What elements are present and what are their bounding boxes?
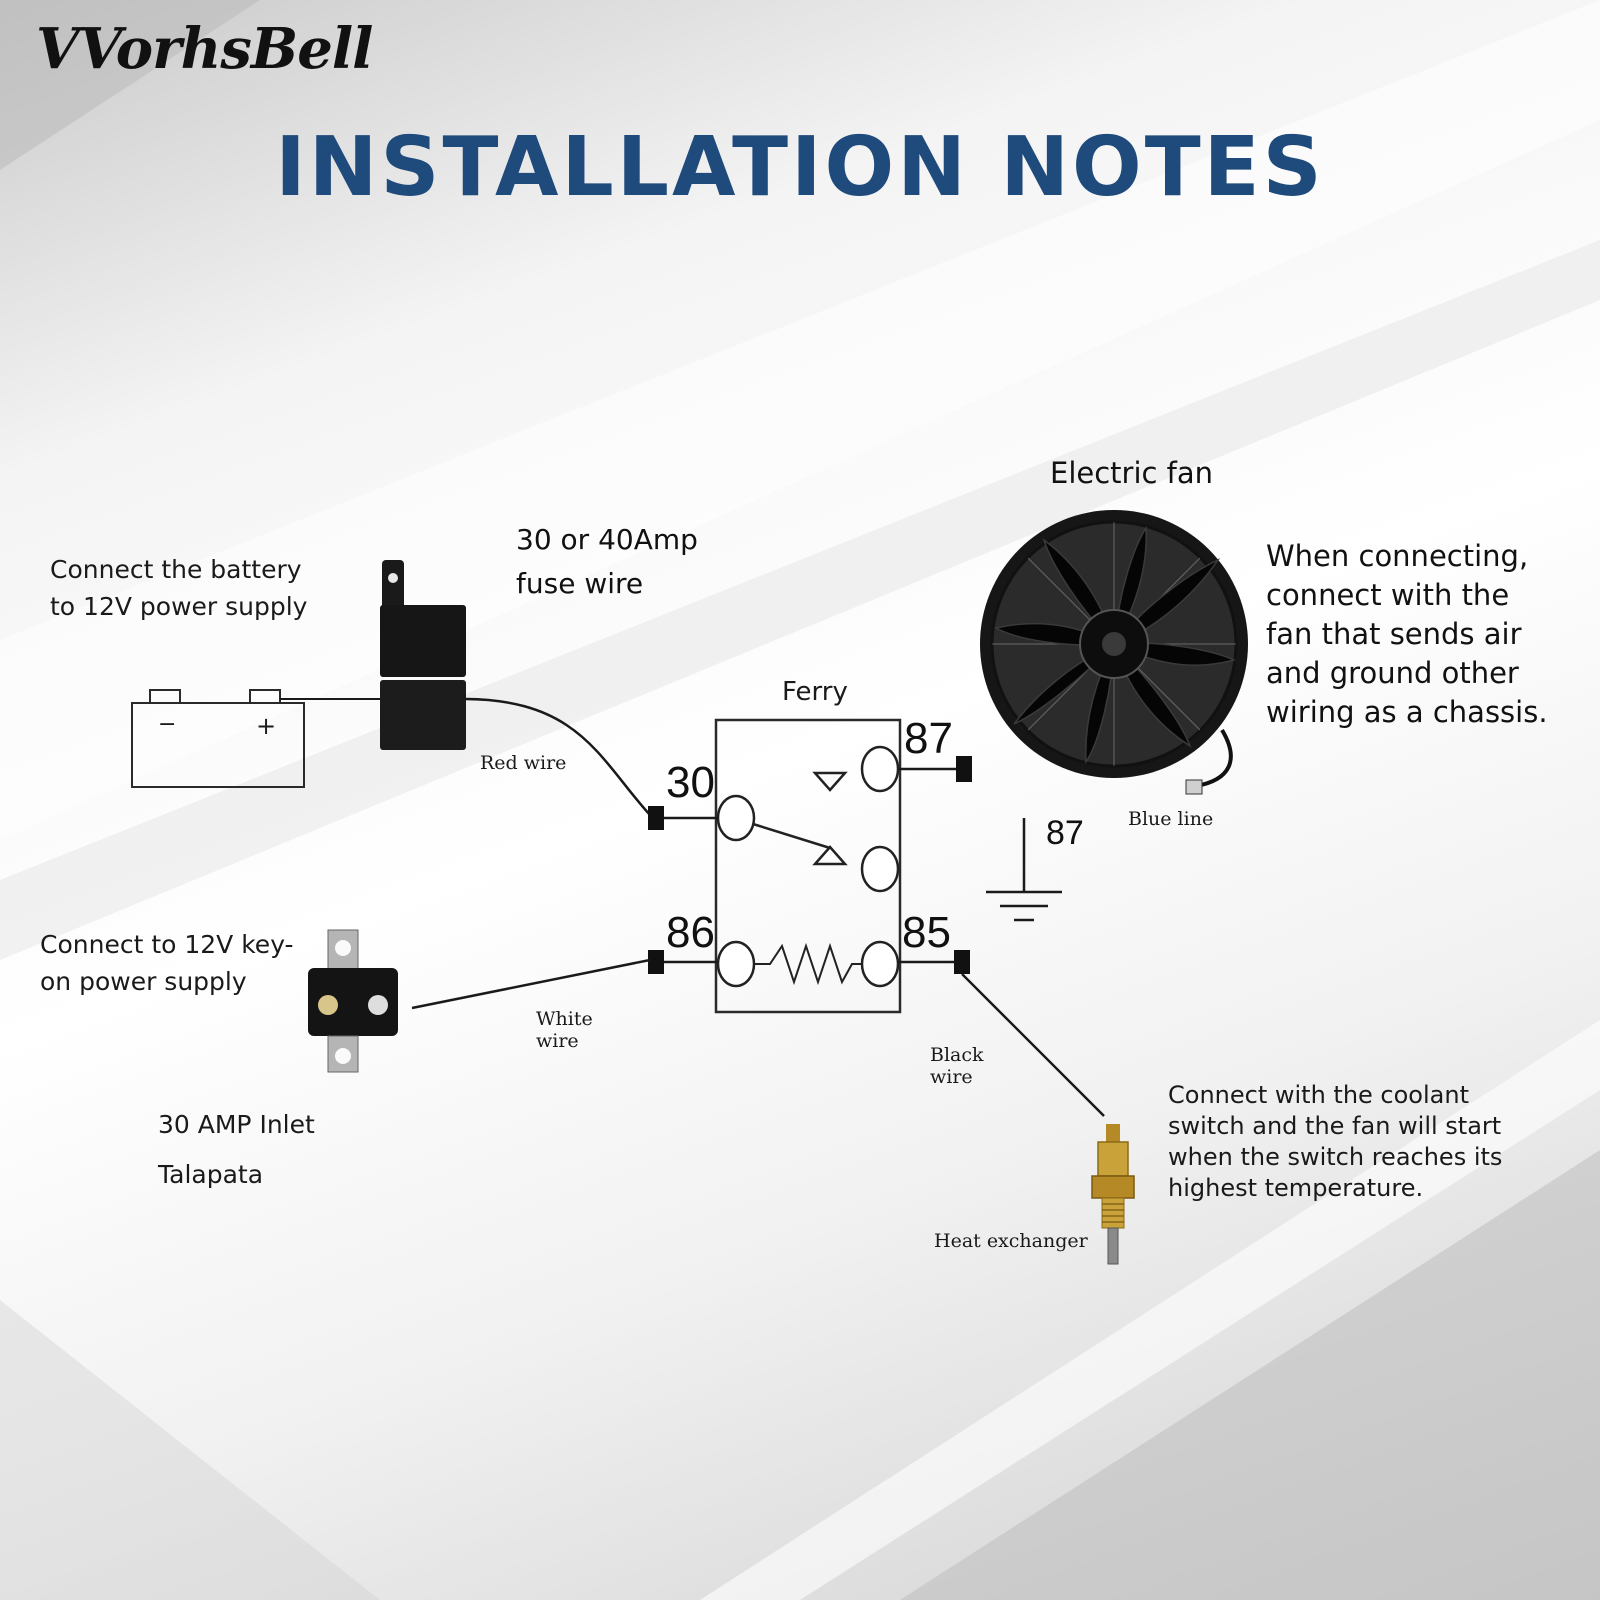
fan-note-line-3: fan that sends air: [1266, 617, 1522, 651]
electric-fan: [980, 510, 1248, 795]
brand-logo: VVorhsBell: [36, 16, 373, 82]
fan-note-line-1: When connecting,: [1266, 539, 1529, 573]
key-power-label-line-1: Connect to 12V key-: [40, 930, 294, 959]
battery-label: Connect the battery to 12V power supply: [50, 551, 307, 625]
fuse-block: [380, 560, 466, 750]
pin-87-ground-label: 87: [1046, 814, 1084, 852]
battery-label-line-1: Connect the battery: [50, 555, 302, 584]
key-power-label: Connect to 12V key- on power supply: [40, 926, 294, 1000]
page-title: INSTALLATION NOTES: [275, 120, 1325, 215]
battery-negative-sign: −: [158, 712, 177, 737]
breaker-label-line-2: Talapata: [158, 1160, 264, 1189]
black-wire-label-line-1: Black: [930, 1044, 984, 1066]
coolant-note-line-2: switch and the fan will start: [1168, 1112, 1502, 1140]
fan-note-line-5: wiring as a chassis.: [1266, 695, 1548, 729]
pin-terminals: [648, 756, 972, 974]
sensor-label: Heat exchanger: [934, 1230, 1088, 1252]
fan-note-line-4: and ground other: [1266, 656, 1519, 690]
battery: [131, 689, 305, 788]
key-power-label-line-2: on power supply: [40, 967, 247, 996]
coolant-note-line-1: Connect with the coolant: [1168, 1081, 1469, 1109]
temperature-sensor: [1091, 1124, 1135, 1265]
blue-line-label: Blue line: [1128, 808, 1214, 830]
pin-86-label: 86: [666, 908, 715, 957]
black-wire-label-line-2: wire: [930, 1066, 973, 1088]
circuit-breaker: [308, 929, 398, 1073]
battery-positive-sign: +: [256, 712, 277, 740]
black-wire: [961, 973, 1105, 1117]
coolant-note: Connect with the coolant switch and the …: [1168, 1080, 1502, 1204]
relay-label: Ferry: [782, 677, 848, 707]
white-wire-label-line-1: White: [536, 1008, 593, 1030]
fan-note-line-2: connect with the: [1266, 578, 1510, 612]
ground-symbol: [986, 818, 1062, 922]
relay-box: [714, 718, 902, 1014]
breaker-label: 30 AMP Inlet Talapata: [158, 1100, 315, 1200]
coolant-note-line-4: highest temperature.: [1168, 1174, 1424, 1202]
white-wire: [411, 958, 651, 1010]
fan-note: When connecting, connect with the fan th…: [1266, 537, 1548, 732]
pin-87-top-label: 87: [904, 714, 953, 763]
white-wire-label: White wire: [536, 1008, 593, 1052]
fuse-label-line-2: fuse wire: [516, 567, 644, 600]
fan-title: Electric fan: [1050, 456, 1214, 490]
pin-85-label: 85: [902, 908, 951, 957]
fuse-label: 30 or 40Amp fuse wire: [516, 518, 698, 606]
coolant-note-line-3: when the switch reaches its: [1168, 1143, 1503, 1171]
red-wire-label: Red wire: [480, 752, 567, 774]
black-wire-label: Black wire: [930, 1044, 984, 1088]
red-wire: [465, 697, 651, 816]
breaker-label-line-1: 30 AMP Inlet: [158, 1110, 315, 1139]
fuse-label-line-1: 30 or 40Amp: [516, 523, 698, 556]
pin-30-label: 30: [666, 758, 715, 807]
white-wire-label-line-2: wire: [536, 1030, 579, 1052]
battery-label-line-2: to 12V power supply: [50, 592, 308, 621]
